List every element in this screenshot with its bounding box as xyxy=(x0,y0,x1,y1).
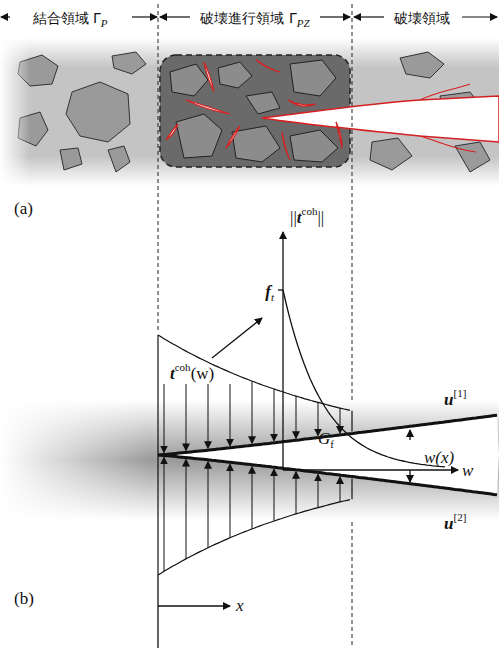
label-group: 破壊進行領域 ΓPZ xyxy=(200,10,309,29)
math-label: x xyxy=(236,596,244,615)
cohesive-drawing xyxy=(208,384,209,448)
cohesive-drawing xyxy=(208,462,209,548)
cohesive-drawing xyxy=(351,411,352,432)
math-label: w(x) xyxy=(424,448,454,467)
math-label: || xyxy=(290,208,297,227)
math-label: PZ xyxy=(297,17,310,29)
label-group: w(x) xyxy=(424,449,454,466)
label-group: 結合領域 ΓP xyxy=(33,10,108,29)
cohesive-drawing xyxy=(164,457,165,571)
math-label: coh xyxy=(175,361,191,373)
label-group: Gf xyxy=(318,430,334,450)
cohesive-drawing xyxy=(274,389,275,441)
label-group: w xyxy=(462,462,473,479)
math-label: (w) xyxy=(191,364,215,383)
cohesive-drawing xyxy=(351,479,352,500)
math-label: || xyxy=(317,208,324,227)
label-group: ||tcoh|| xyxy=(290,206,324,226)
math-label: f xyxy=(265,282,271,301)
cohesive-drawing xyxy=(296,472,297,514)
math-label: (a) xyxy=(14,199,33,218)
math-label: (b) xyxy=(14,589,34,608)
cohesive-drawing xyxy=(274,469,275,521)
cohesive-drawing xyxy=(230,464,231,538)
cohesive-drawing xyxy=(164,384,165,453)
math-label: f xyxy=(330,438,334,450)
label-group: 破壊領域 xyxy=(394,10,450,26)
cohesive-drawing xyxy=(340,408,341,433)
cohesive-drawing xyxy=(186,384,187,450)
region-label: 結合領域 Γ xyxy=(33,10,101,26)
math-label: [1] xyxy=(453,387,466,399)
cohesive-drawing xyxy=(252,467,253,529)
math-label: t xyxy=(170,364,175,383)
label-group: (a) xyxy=(14,200,33,217)
math-label: t xyxy=(297,208,302,227)
label-group: u[2] xyxy=(444,512,466,532)
cohesive-drawing xyxy=(186,460,187,559)
cohesive-drawing xyxy=(230,384,231,446)
region-label: 破壊進行領域 Γ xyxy=(200,10,296,26)
cohesive-drawing xyxy=(158,415,499,494)
math-label: u xyxy=(444,514,453,533)
cohesive-drawing xyxy=(252,381,253,443)
region-label: 破壊領域 xyxy=(394,10,450,26)
label-group: u[1] xyxy=(444,388,466,408)
math-label: G xyxy=(318,429,330,448)
math-label: P xyxy=(101,17,108,29)
label-group: ft xyxy=(265,283,274,303)
label-group: tcoh(w) xyxy=(170,362,214,382)
cohesive-drawing xyxy=(318,474,319,507)
cohesive-drawing xyxy=(158,335,350,410)
math-label: w xyxy=(462,461,473,480)
cohesive-drawing xyxy=(340,477,341,502)
label-group: (b) xyxy=(14,590,34,607)
label-group: x xyxy=(236,597,244,614)
cohesive-drawing xyxy=(157,335,158,575)
cohesive-drawing xyxy=(158,500,350,575)
math-label: coh xyxy=(302,205,318,217)
math-label: [2] xyxy=(453,511,466,523)
math-label: u xyxy=(444,390,453,409)
cohesive-drawing xyxy=(296,396,297,438)
math-label: t xyxy=(271,291,274,303)
